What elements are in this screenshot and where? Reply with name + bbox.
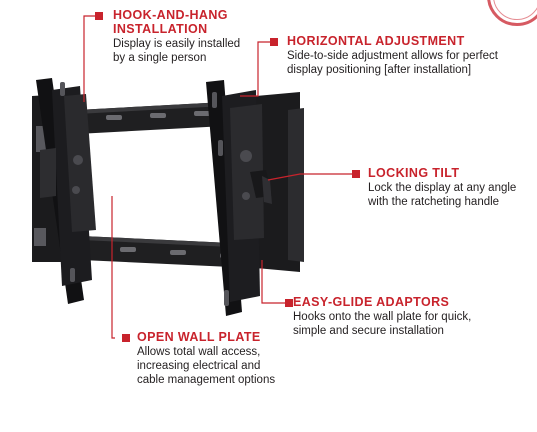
horizontal-adjustment-desc-1: Side-to-side adjustment allows for perfe…	[287, 50, 498, 62]
locking-tilt-title: LOCKING TILT	[368, 166, 460, 180]
easy-glide-desc-2: simple and secure installation	[293, 325, 444, 337]
leader-lines	[83, 15, 352, 339]
hook-and-hang-desc-2: by a single person	[113, 52, 207, 64]
horizontal-adjustment-title: HORIZONTAL ADJUSTMENT	[287, 34, 465, 48]
open-wall-plate-marker	[122, 334, 130, 342]
right-adaptor-arm	[206, 80, 272, 316]
horizontal-adjustment-marker	[270, 38, 278, 46]
easy-glide-title: EASY-GLIDE ADAPTORS	[293, 295, 450, 309]
locking-tilt-desc-2: with the ratcheting handle	[368, 196, 500, 208]
hook-and-hang-marker	[95, 12, 103, 20]
horizontal-adjustment-desc-2: display positioning [after installation]	[287, 64, 472, 76]
locking-tilt-marker	[352, 170, 360, 178]
hook-and-hang-desc-1: Display is easily installed	[113, 38, 241, 50]
hook-and-hang-title-2: INSTALLATION	[113, 22, 208, 36]
locking-tilt-callout: LOCKING TILT Lock the display at any ang…	[368, 166, 516, 209]
open-wall-plate-title: OPEN WALL PLATE	[137, 330, 261, 344]
easy-glide-callout: EASY-GLIDE ADAPTORS Hooks onto the wall …	[293, 295, 471, 338]
hook-and-hang-title-1: HOOK-AND-HANG	[113, 8, 228, 22]
easy-glide-marker	[285, 299, 293, 307]
open-wall-plate-callout: OPEN WALL PLATE Allows total wall access…	[137, 330, 275, 387]
horizontal-adjustment-callout: HORIZONTAL ADJUSTMENT Side-to-side adjus…	[287, 34, 498, 77]
hook-and-hang-callout: HOOK-AND-HANG INSTALLATION Display is ea…	[113, 8, 240, 65]
open-wall-plate-desc-2: increasing electrical and	[137, 360, 261, 372]
open-wall-plate-desc-3: cable management options	[137, 374, 276, 386]
easy-glide-desc-1: Hooks onto the wall plate for quick,	[293, 311, 472, 323]
open-wall-plate-desc-1: Allows total wall access,	[137, 346, 261, 358]
locking-tilt-desc-1: Lock the display at any angle	[368, 182, 517, 194]
left-adaptor-arm	[36, 78, 96, 304]
